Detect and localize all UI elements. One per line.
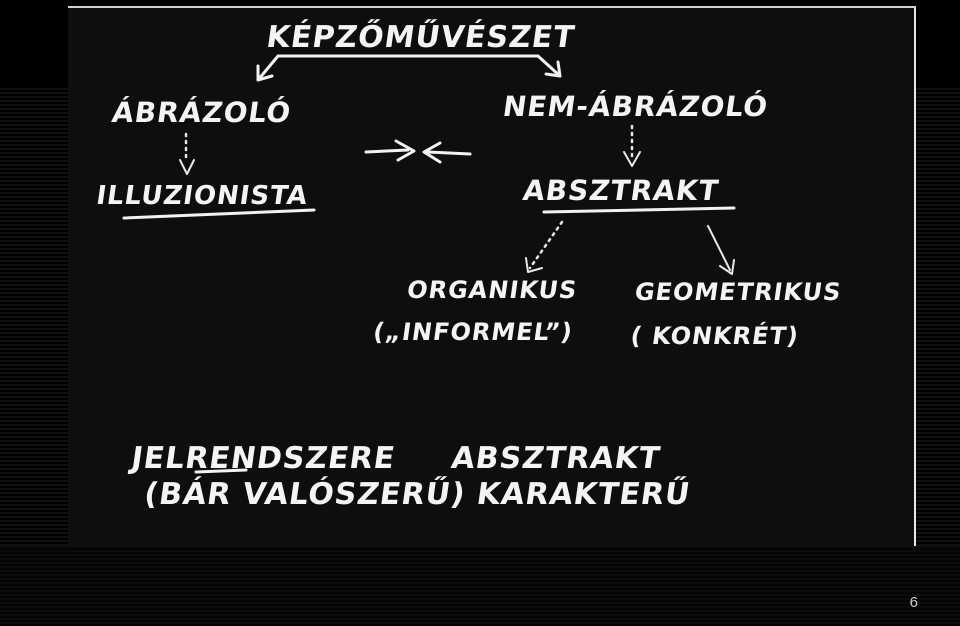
arrow-left-mid	[422, 141, 472, 164]
footer-underline	[194, 468, 248, 474]
board-edge	[914, 8, 916, 546]
node-root: KÉPZŐMŰVÉSZET	[264, 18, 577, 55]
node-right-branch: NEM-ÁBRÁZOLÓ	[501, 89, 771, 123]
footer-line-2: (BÁR VALÓSZERŰ) KARAKTERŰ	[142, 475, 693, 512]
arrow-left-head	[256, 64, 274, 82]
node-left-child: ILLUZIONISTA	[94, 181, 310, 211]
node-organic-note: („INFORMEL”)	[371, 318, 574, 346]
node-geometric: GEOMETRIKUS	[633, 278, 843, 306]
node-left-branch: ÁBRÁZOLÓ	[110, 95, 294, 129]
node-geometric-note: ( KONKRÉT)	[629, 321, 801, 350]
dotted-arrow-left-head	[179, 159, 195, 175]
left-child-underline	[122, 208, 316, 220]
arrow-right-head	[544, 60, 562, 78]
footer-line-1a: JELRENDSZERE	[127, 441, 398, 476]
chalkboard-photo	[68, 6, 916, 546]
root-connector	[256, 54, 562, 82]
dotted-arrow-organic	[528, 220, 564, 270]
dotted-arrow-organic-head	[525, 257, 543, 273]
dotted-arrow-right-head	[623, 151, 641, 167]
right-child-underline	[542, 206, 736, 214]
arrow-right-mid	[364, 139, 416, 162]
bottom-band	[0, 546, 960, 626]
node-organic: ORGANIKUS	[405, 276, 579, 304]
node-right-child: ABSZTRAKT	[521, 174, 721, 207]
page-number: 6	[909, 594, 918, 611]
footer-line-1b: ABSZTRAKT	[449, 441, 663, 476]
arrow-geometric	[707, 225, 735, 275]
